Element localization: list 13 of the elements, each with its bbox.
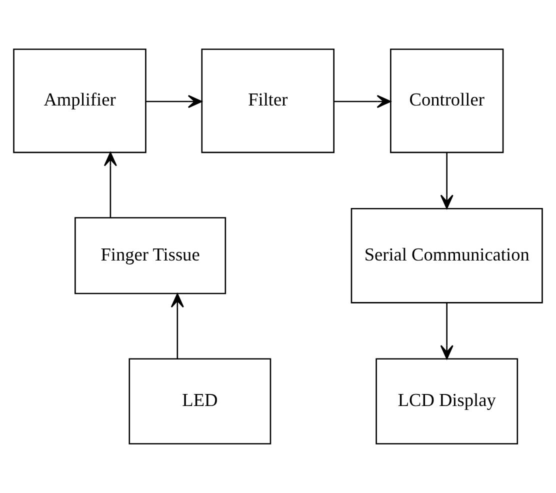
node-box: LCD Display [376, 358, 518, 444]
node-box: Filter [201, 48, 334, 154]
arrow [440, 302, 454, 360]
arrow [170, 293, 184, 359]
arrow [104, 152, 117, 218]
node-box: Controller [390, 48, 504, 154]
arrow [146, 94, 202, 108]
node-box: Amplifier [13, 48, 146, 154]
arrow [440, 152, 454, 209]
node-box: Finger Tissue [74, 217, 226, 294]
node-box: Serial Communication [350, 208, 543, 304]
arrow [334, 94, 392, 108]
node-box: LED [128, 358, 272, 444]
